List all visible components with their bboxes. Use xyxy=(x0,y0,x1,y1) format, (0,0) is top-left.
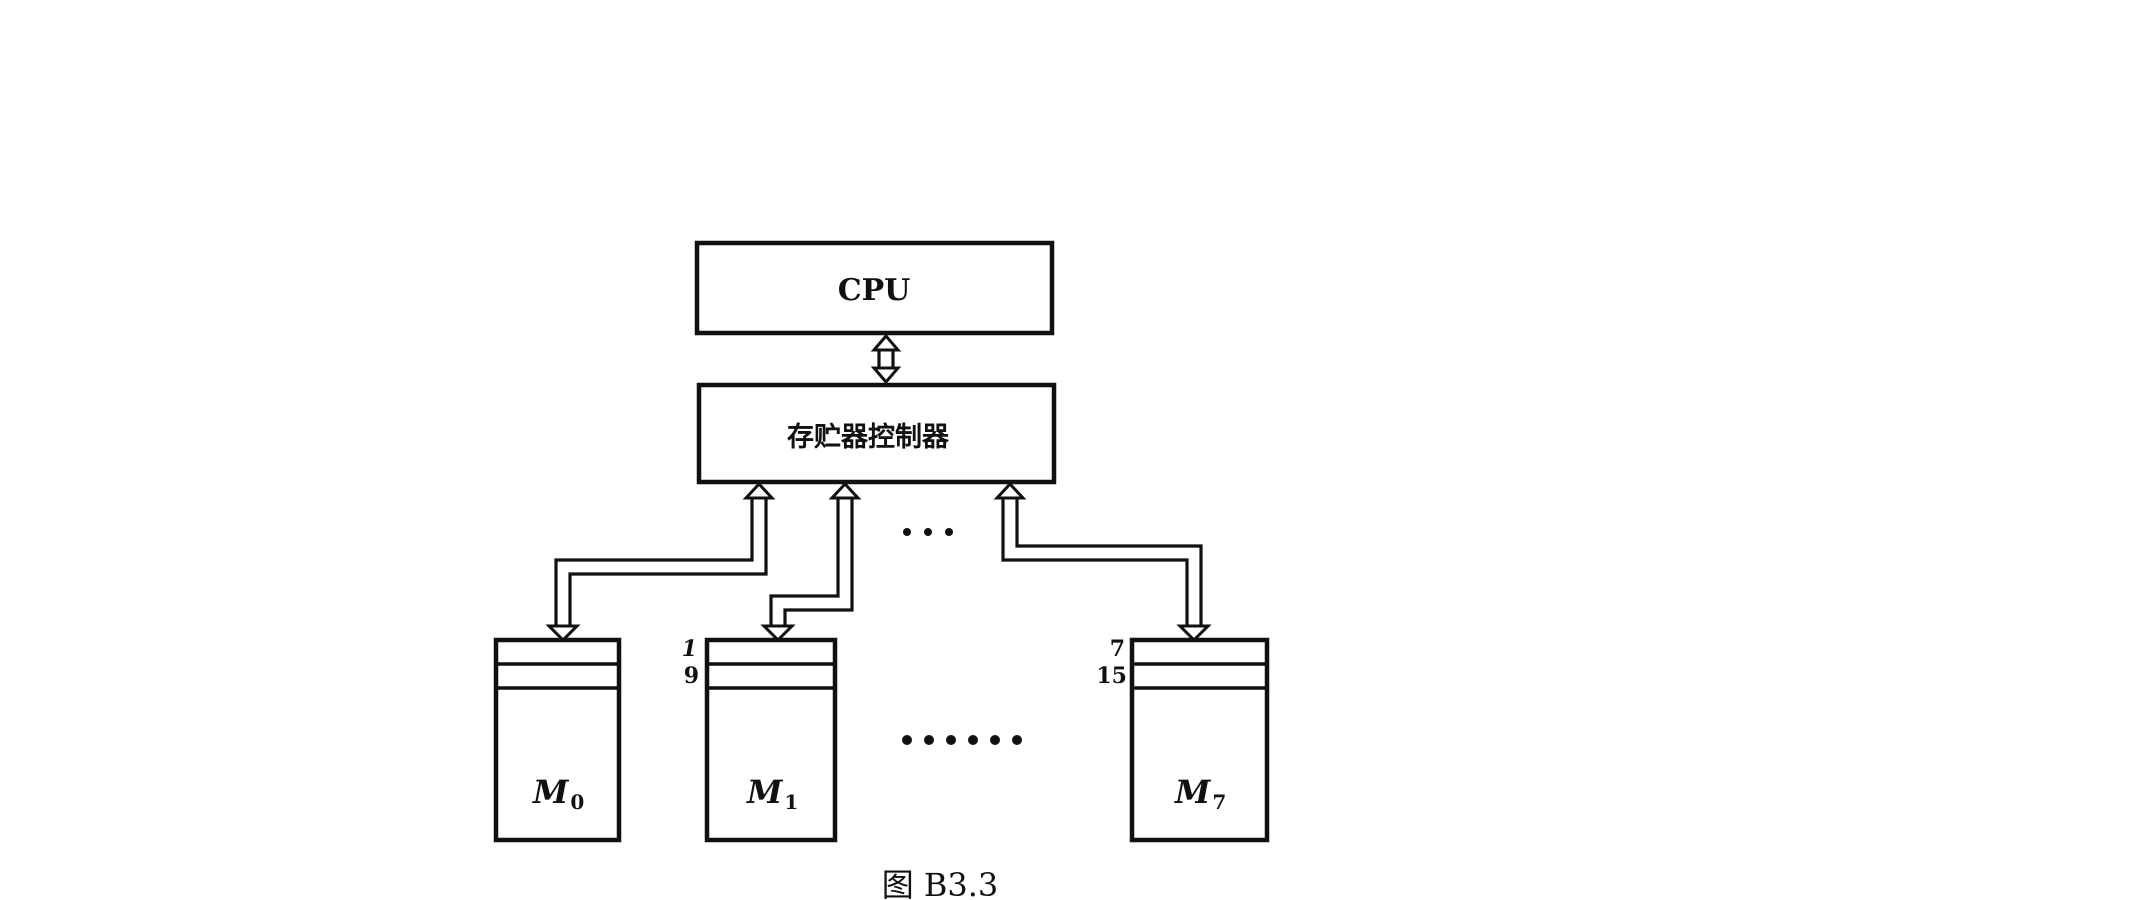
module-ellipsis xyxy=(902,735,1022,745)
cpu-box: CPU xyxy=(694,240,1055,336)
bus-arrow-m7 xyxy=(993,481,1212,643)
module-m7-number-top: 7 xyxy=(1110,636,1125,662)
bus-arrow-m0 xyxy=(545,481,776,643)
module-m7-number-second: 15 xyxy=(1096,663,1127,689)
memory-controller-label: 存贮器控制器 xyxy=(787,422,950,453)
cpu-controller-bus-arrow xyxy=(870,333,902,385)
memory-controller-box: 存贮器控制器 xyxy=(696,382,1057,485)
cpu-label: CPU xyxy=(838,273,911,308)
figure-caption: 图 B3.3 xyxy=(882,866,999,900)
module-m1-number-top: 1 xyxy=(682,636,697,662)
bus-arrow-m1 xyxy=(760,481,862,643)
bus-ellipsis xyxy=(903,528,953,536)
module-m1-number-second: 9 xyxy=(684,663,699,689)
